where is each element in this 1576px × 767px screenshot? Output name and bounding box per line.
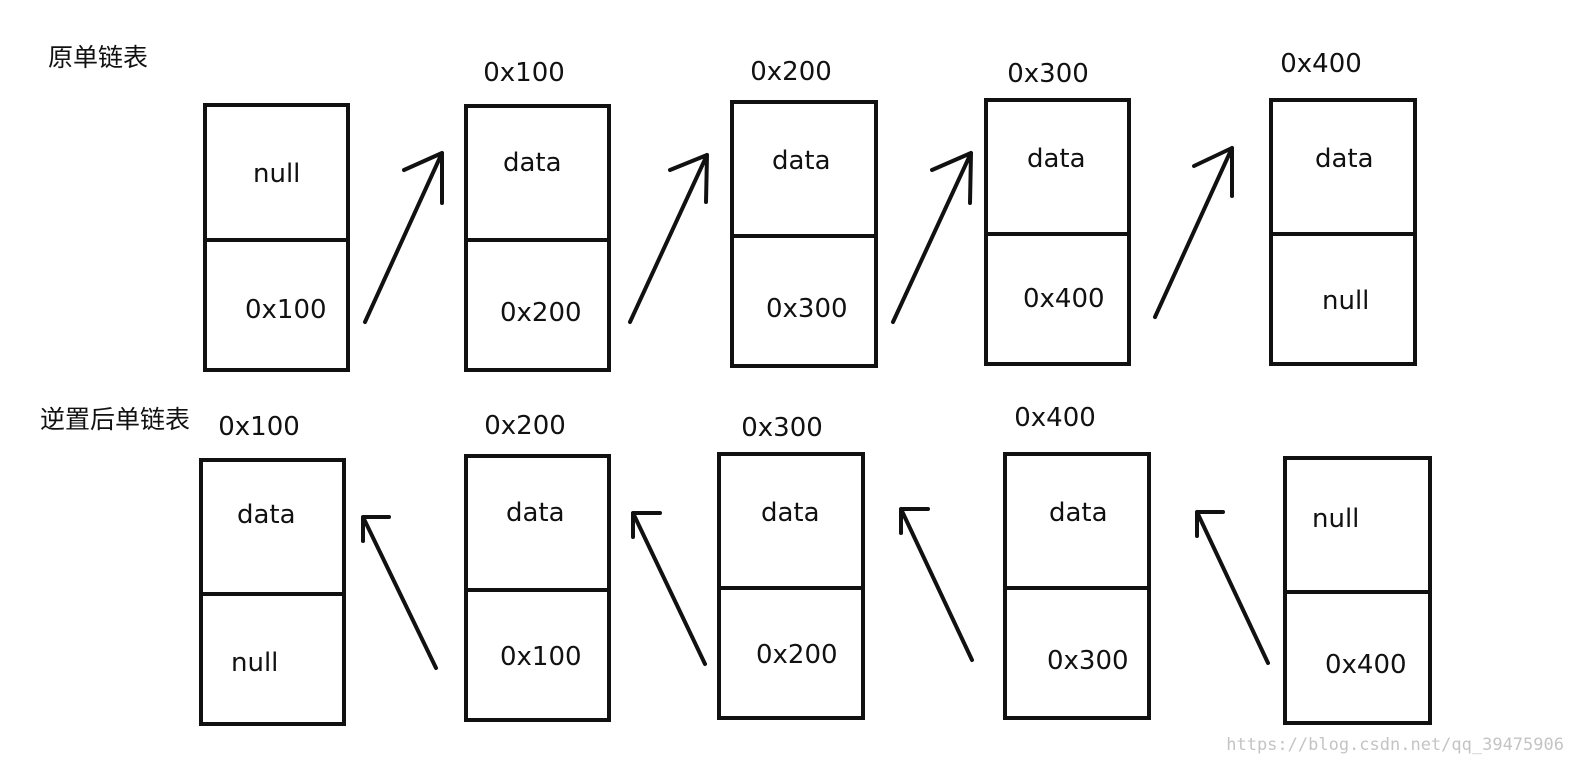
node-next-field: 0x200 — [756, 640, 838, 670]
node-data-field: data — [1049, 498, 1108, 528]
watermark: https://blog.csdn.net/qq_39475906 — [1226, 735, 1564, 755]
arrow-up-right-icon — [891, 151, 973, 324]
original-node-3: data 0x400 — [984, 98, 1131, 366]
reversed-node-3-address: 0x300 — [741, 413, 823, 443]
arrow-up-left-icon — [361, 515, 438, 670]
arrow-up-left-icon — [899, 507, 974, 662]
reversed-node-1: data null — [199, 458, 346, 726]
node-divider — [1273, 232, 1413, 236]
reversed-node-2: data 0x100 — [464, 454, 611, 722]
reversed-node-4-address: 0x400 — [1014, 403, 1096, 433]
original-node-2-address: 0x200 — [750, 57, 832, 87]
node-next-field: null — [231, 648, 279, 678]
node-divider — [468, 588, 607, 592]
node-next-field: 0x100 — [500, 642, 582, 672]
node-top-field: null — [1312, 504, 1360, 534]
reversed-node-2-address: 0x200 — [484, 411, 566, 441]
node-divider — [203, 592, 342, 596]
reversed-node-4: data 0x300 — [1003, 452, 1151, 720]
original-node-4-address: 0x400 — [1280, 49, 1362, 79]
reversed-node-3: data 0x200 — [717, 452, 865, 720]
node-next-field: 0x200 — [500, 298, 582, 328]
arrow-up-right-icon — [363, 151, 444, 324]
arrow-up-right-icon — [628, 153, 709, 324]
node-divider — [721, 586, 861, 590]
node-next-field: 0x300 — [1047, 646, 1129, 676]
node-divider — [468, 238, 607, 242]
original-node-1: data 0x200 — [464, 104, 611, 372]
reversed-node-1-address: 0x100 — [218, 412, 300, 442]
original-node-4: data null — [1269, 98, 1417, 366]
arrow-up-left-icon — [631, 511, 707, 666]
node-next-field: 0x300 — [766, 294, 848, 324]
original-node-1-address: 0x100 — [483, 58, 565, 88]
arrow-up-left-icon — [1195, 510, 1270, 665]
original-list-title: 原单链表 — [48, 43, 149, 72]
node-divider — [1007, 586, 1147, 590]
arrow-up-right-icon — [1153, 146, 1234, 319]
node-divider — [207, 238, 346, 242]
node-data-field: data — [503, 148, 562, 178]
node-data-field: data — [237, 500, 296, 530]
node-next-field: 0x100 — [245, 295, 327, 325]
reversed-head-node: null 0x400 — [1283, 456, 1432, 725]
node-divider — [1287, 590, 1428, 594]
node-divider — [734, 234, 874, 238]
node-next-field: null — [1322, 286, 1370, 316]
node-data-field: data — [1027, 144, 1086, 174]
node-next-field: 0x400 — [1023, 284, 1105, 314]
node-data-field: data — [772, 146, 831, 176]
node-next-field: 0x400 — [1325, 650, 1407, 680]
node-data-field: data — [761, 498, 820, 528]
node-divider — [988, 232, 1127, 236]
original-node-3-address: 0x300 — [1007, 59, 1089, 89]
node-data-field: data — [1315, 144, 1374, 174]
node-top-field: null — [253, 159, 301, 189]
node-data-field: data — [506, 498, 565, 528]
original-head-node: null 0x100 — [203, 103, 350, 372]
original-node-2: data 0x300 — [730, 100, 878, 368]
reversed-list-title: 逆置后单链表 — [40, 405, 191, 434]
